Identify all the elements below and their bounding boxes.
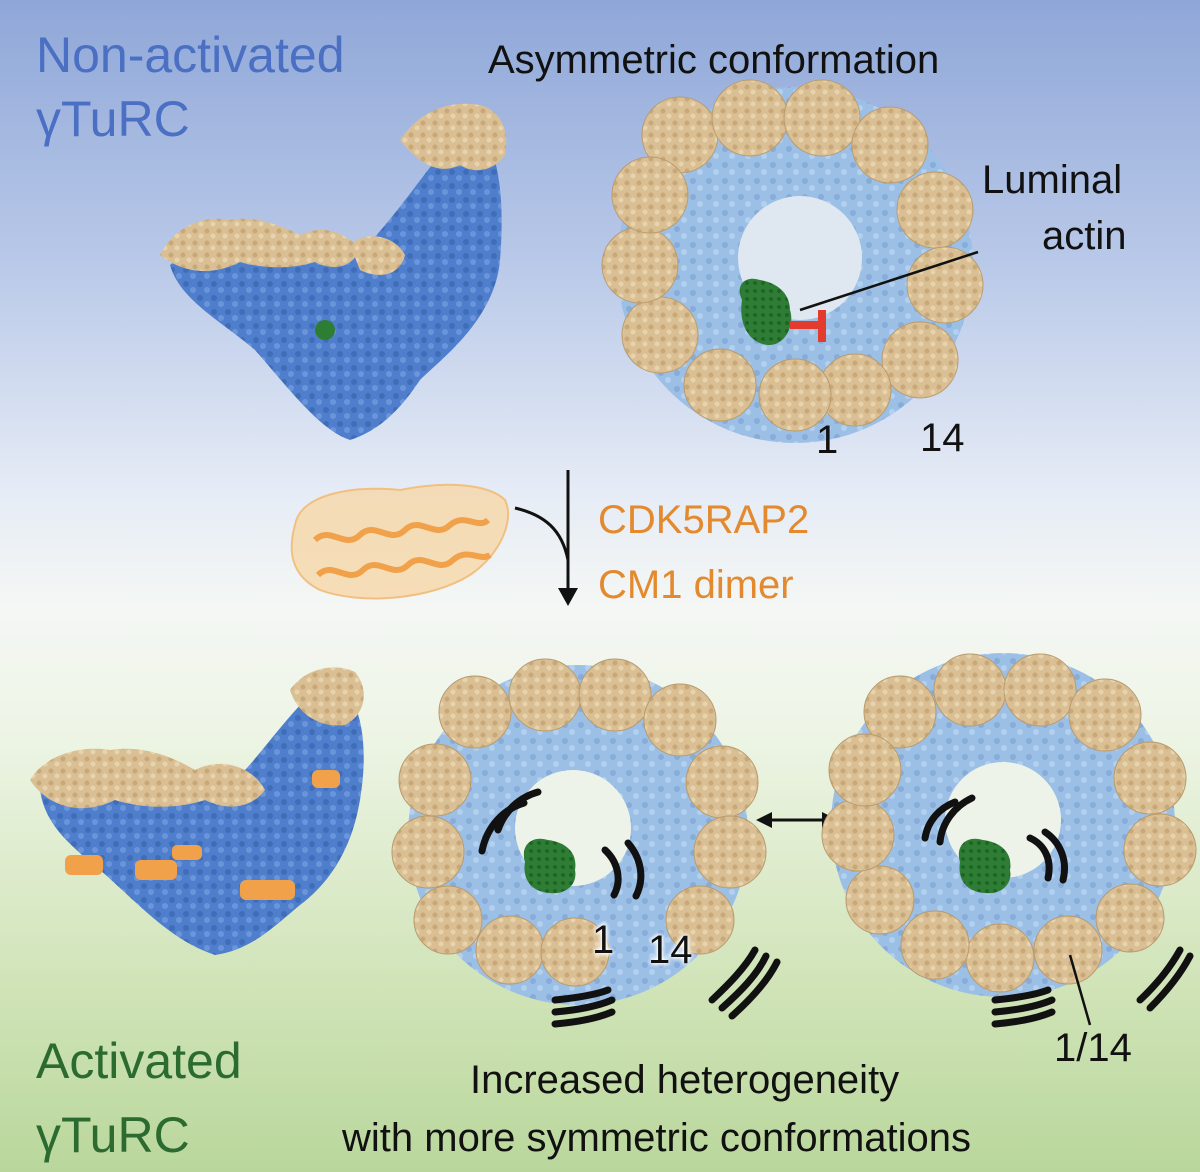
non-activated-label-line2: γTuRC	[36, 91, 190, 147]
activated-label-line1: Activated	[36, 1033, 242, 1089]
pointer-1-14	[1068, 954, 1092, 1026]
cdk5rap2-cm1-dimer	[290, 483, 510, 600]
non-activated-label-line1: Non-activated	[36, 27, 345, 83]
asymmetric-ring	[601, 79, 984, 443]
top-ring-position-1: 1	[816, 418, 839, 462]
luminal-actin-pointer	[799, 250, 979, 312]
activated-ring-left	[391, 658, 781, 1028]
asymmetric-conformation-label: Asymmetric conformation	[488, 38, 940, 82]
merge-curve	[514, 506, 570, 561]
cm1-dimer-label: CM1 dimer	[598, 563, 794, 607]
heterogeneity-label-line1: Increased heterogeneity	[470, 1058, 900, 1102]
luminal-actin-label-line2: actin	[1042, 214, 1127, 258]
heterogeneity-label-line2: with more symmetric conformations	[342, 1116, 972, 1160]
activated-ring-right	[821, 653, 1197, 1028]
transition-arrow-head	[558, 588, 578, 606]
non-activated-complex-side-view	[160, 103, 507, 440]
right-ring-position-1-14: 1/14	[1054, 1026, 1132, 1070]
luminal-actin-label-line1: Luminal	[982, 158, 1123, 202]
mid-ring-position-1: 1	[592, 918, 615, 962]
top-ring-position-14: 14	[920, 416, 965, 460]
activated-label-line2: γTuRC	[36, 1107, 190, 1163]
cdk5rap2-label: CDK5RAP2	[598, 498, 810, 542]
mid-ring-position-14: 14	[648, 928, 693, 972]
activated-complex-side-view	[30, 667, 364, 955]
